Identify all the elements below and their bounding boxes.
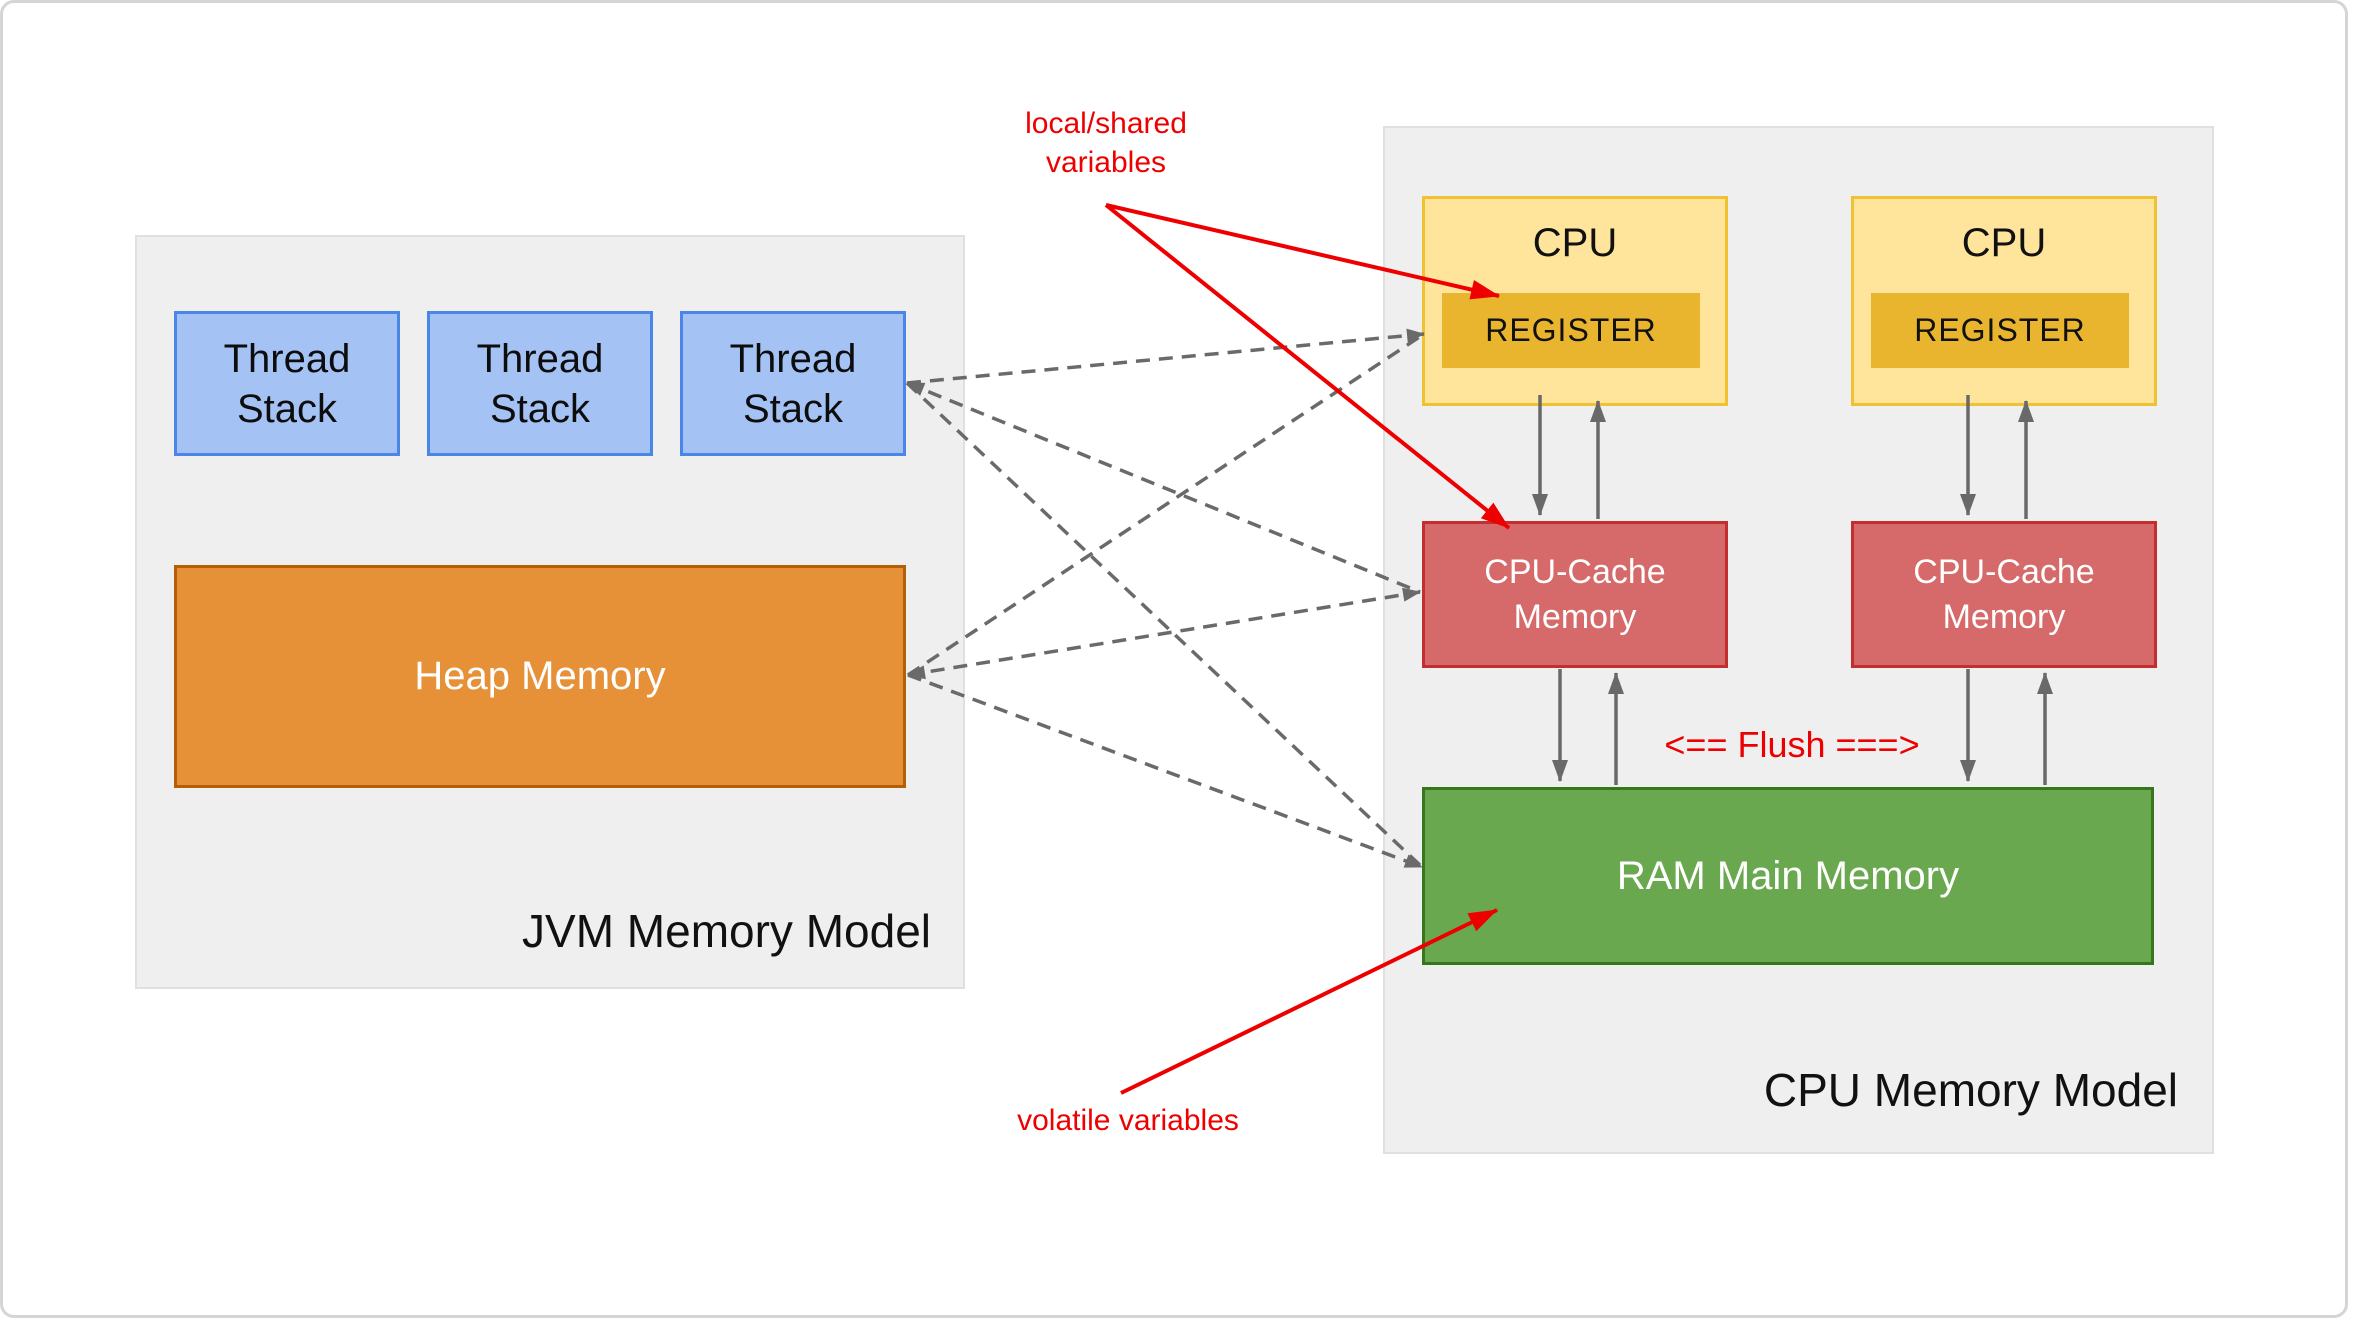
jvm-panel-title: JVM Memory Model bbox=[522, 905, 931, 957]
ram-main-memory-box: RAM Main Memory bbox=[1422, 787, 2154, 965]
heap-memory-label: Heap Memory bbox=[414, 654, 666, 698]
dashed-connector-heap-ram bbox=[907, 673, 1423, 869]
flush-label: <== Flush ===> bbox=[1664, 724, 1920, 765]
thread-stack-label: Thread Stack bbox=[223, 336, 351, 431]
annotation-local-shared-variables: local/shared variables bbox=[1025, 107, 1187, 179]
register-label: REGISTER bbox=[1914, 312, 2086, 348]
cpu-cache-box-2: CPU-Cache Memory bbox=[1851, 521, 2157, 668]
thread-stack-box-2: Thread Stack bbox=[427, 311, 653, 456]
cpu-panel-title: CPU Memory Model bbox=[1763, 1064, 2178, 1116]
dashed-connector-thread-register bbox=[906, 328, 1425, 385]
thread-stack-label: Thread Stack bbox=[729, 336, 857, 431]
cpu-label: CPU bbox=[1961, 221, 2047, 265]
dashed-connectors bbox=[905, 328, 1425, 869]
dashed-connector-thread-ram bbox=[905, 381, 1424, 869]
cpu-cache-label: CPU-Cache Memory bbox=[1913, 552, 2095, 636]
cpu-cache-box-1: CPU-Cache Memory bbox=[1422, 521, 1728, 668]
cpu-cache-label: CPU-Cache Memory bbox=[1484, 552, 1666, 636]
heap-memory-box: Heap Memory bbox=[174, 565, 906, 788]
dashed-connector-heap-register bbox=[907, 332, 1425, 677]
register-box-1: REGISTER bbox=[1442, 293, 1700, 368]
dashed-connector-heap-cache bbox=[907, 587, 1421, 680]
cpu-label: CPU bbox=[1532, 221, 1618, 265]
register-label: REGISTER bbox=[1485, 312, 1657, 348]
ram-main-memory-label: RAM Main Memory bbox=[1616, 853, 1960, 898]
thread-stack-box-3: Thread Stack bbox=[680, 311, 906, 456]
annotation-volatile-variables: volatile variables bbox=[1017, 1104, 1239, 1137]
register-box-2: REGISTER bbox=[1871, 293, 2129, 368]
dashed-connector-thread-cache bbox=[906, 381, 1421, 594]
thread-stack-box-1: Thread Stack bbox=[174, 311, 400, 456]
thread-stack-label: Thread Stack bbox=[476, 336, 604, 431]
